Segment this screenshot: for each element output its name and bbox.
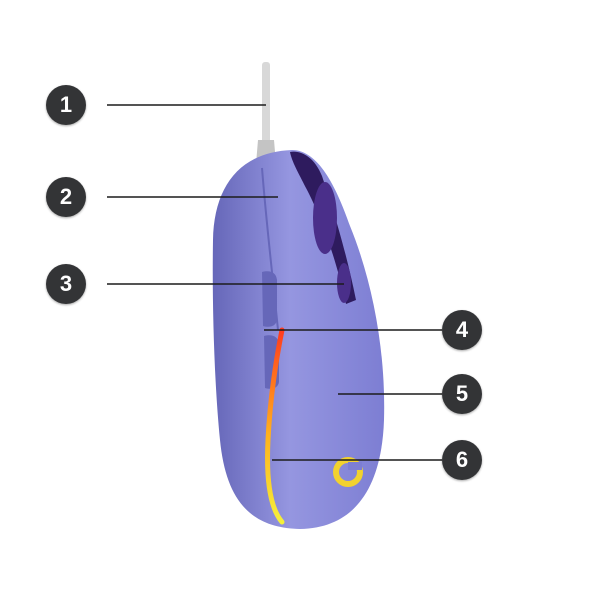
callout-badge-1: 1	[46, 85, 86, 125]
scroll-wheel-housing	[290, 151, 356, 304]
wheel-button	[337, 263, 351, 303]
callout-badge-3: 3	[46, 264, 86, 304]
side-button-front	[262, 271, 277, 327]
scroll-wheel	[313, 182, 337, 254]
callout-badge-4: 4	[442, 310, 482, 350]
callout-badge-2: 2	[46, 177, 86, 217]
rgb-light-strip	[265, 327, 285, 525]
callout-badge-6: 6	[442, 440, 482, 480]
callout-badge-5: 5	[442, 374, 482, 414]
